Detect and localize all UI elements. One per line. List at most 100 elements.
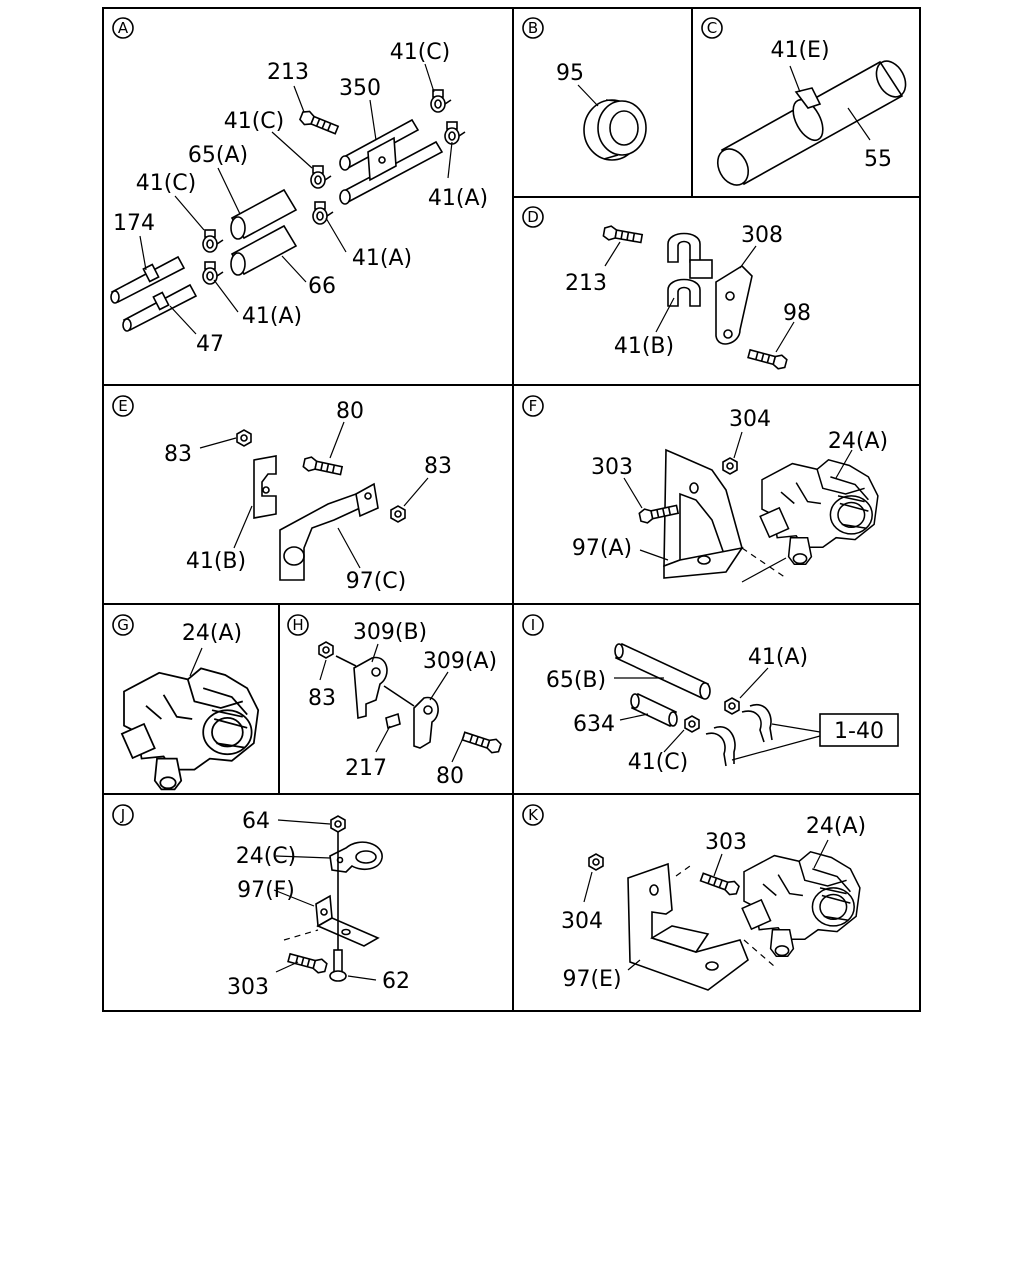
label-a-213: 213 [267, 60, 309, 85]
label-a-350: 350 [339, 76, 381, 101]
bolt-e-80 [301, 455, 344, 479]
label-h-217: 217 [345, 756, 387, 781]
panel-letter-d: D [522, 206, 544, 228]
panel-letter-j-text: J [120, 806, 125, 824]
panel-letter-j: J [112, 804, 134, 826]
label-d-41b: 41(B) [614, 334, 674, 359]
label-a-41c-left: 41(C) [136, 171, 197, 196]
label-a-41a-right: 41(A) [428, 186, 488, 211]
panel-i: I 1-40 41(A) 6 [522, 614, 899, 775]
label-e-41b: 41(B) [186, 549, 246, 574]
label-h-309a: 309(A) [423, 649, 497, 674]
bracket-e-97c [279, 482, 379, 581]
clip-41a-mid [312, 201, 334, 225]
label-h-309b: 309(B) [353, 620, 427, 645]
pipe-174 [110, 255, 186, 304]
clip-41c-top [430, 89, 452, 113]
label-h-83: 83 [308, 686, 336, 711]
pipe-lower [339, 140, 444, 205]
label-e-97c: 97(C) [346, 569, 407, 594]
label-a-41c-mid: 41(C) [224, 109, 285, 134]
bolt-213 [298, 108, 341, 138]
clip-41a-right [444, 121, 466, 145]
pin-h-217 [385, 712, 401, 730]
label-f-304: 304 [729, 407, 771, 432]
hose-i-65b [614, 642, 711, 700]
panel-letter-e: E [112, 395, 134, 417]
label-c-55: 55 [864, 147, 892, 172]
clip-i-41a [724, 697, 740, 715]
label-f-303: 303 [591, 455, 633, 480]
panel-d: D 213 308 98 41(B) [522, 206, 811, 372]
clip-j-24c [329, 841, 383, 873]
panel-letter-a-text: A [118, 19, 129, 37]
grommet-95 [583, 99, 647, 161]
label-d-308: 308 [741, 223, 783, 248]
label-k-304: 304 [561, 909, 603, 934]
bracket-j-97f [315, 894, 380, 947]
panel-letter-i: I [522, 614, 544, 636]
label-j-303: 303 [227, 975, 269, 1000]
label-a-41a-low: 41(A) [242, 304, 302, 329]
panel-letter-b: B [522, 17, 544, 39]
label-j-97f: 97(F) [237, 878, 295, 903]
clamp-41e [792, 87, 824, 142]
screw-j-62 [329, 949, 347, 982]
panel-g: G 24(A) [112, 614, 260, 791]
sensor-k-24a [741, 851, 861, 958]
label-c-41e: 41(E) [770, 38, 829, 63]
label-j-64: 64 [242, 809, 270, 834]
label-k-97e: 97(E) [562, 967, 621, 992]
panel-j: J 64 24(C) 97(F) 303 62 [112, 804, 410, 1000]
panel-letter-k-text: K [528, 806, 539, 824]
panel-c: C 41(E) 55 [701, 17, 907, 186]
bolt-j-303 [286, 950, 329, 976]
panel-letter-h-text: H [292, 616, 303, 634]
label-i-65b: 65(B) [546, 668, 606, 693]
panel-letter-c: C [701, 17, 723, 39]
panel-b: B 95 [522, 17, 647, 161]
panel-a: A [110, 17, 488, 357]
nut-h-83 [318, 641, 334, 659]
panel-letter-a: A [112, 17, 134, 39]
label-i-41c: 41(C) [628, 750, 689, 775]
label-j-62: 62 [382, 969, 410, 994]
label-e-80: 80 [336, 399, 364, 424]
label-h-80: 80 [436, 764, 464, 789]
clip-h-309b [353, 656, 388, 720]
bracket-350 [367, 136, 397, 182]
nut-f-304 [722, 457, 738, 475]
label-g-24a: 24(A) [182, 621, 242, 646]
label-a-41a-mid: 41(A) [352, 246, 412, 271]
label-a-174: 174 [113, 211, 155, 236]
label-i-1-40: 1-40 [834, 719, 884, 744]
bolt-d-98 [746, 346, 789, 372]
panel-k: K 303 24(A) 304 97(E) [522, 804, 866, 992]
sensor-g-24a [120, 667, 260, 791]
panel-letter-e-text: E [118, 397, 127, 415]
ref-box-1-40: 1-40 [819, 713, 899, 747]
panel-letter-i-text: I [531, 616, 535, 634]
label-i-634: 634 [573, 712, 615, 737]
label-j-24c: 24(C) [236, 844, 297, 869]
fitting-i-lower [705, 726, 736, 767]
sensor-f-24a [759, 459, 879, 566]
panel-f: F 304 24(A) 303 97(A) [522, 395, 888, 583]
clip-h-309a [413, 696, 439, 749]
clip-41a-low [202, 261, 224, 285]
panel-letter-g: G [112, 614, 134, 636]
panel-letter-c-text: C [707, 19, 717, 37]
label-e-83-right: 83 [424, 454, 452, 479]
label-e-83-left: 83 [164, 442, 192, 467]
nut-k-304 [588, 853, 604, 871]
panel-letter-g-text: G [117, 616, 129, 634]
clip-41c-left [202, 229, 224, 253]
nut-j-64 [330, 815, 346, 833]
bolt-k-303 [698, 869, 741, 898]
bolt-h-80 [460, 728, 503, 756]
label-d-213: 213 [565, 271, 607, 296]
bracket-k-97e [627, 862, 749, 991]
hose-65a [230, 188, 298, 240]
panel-letter-k: K [522, 804, 544, 826]
